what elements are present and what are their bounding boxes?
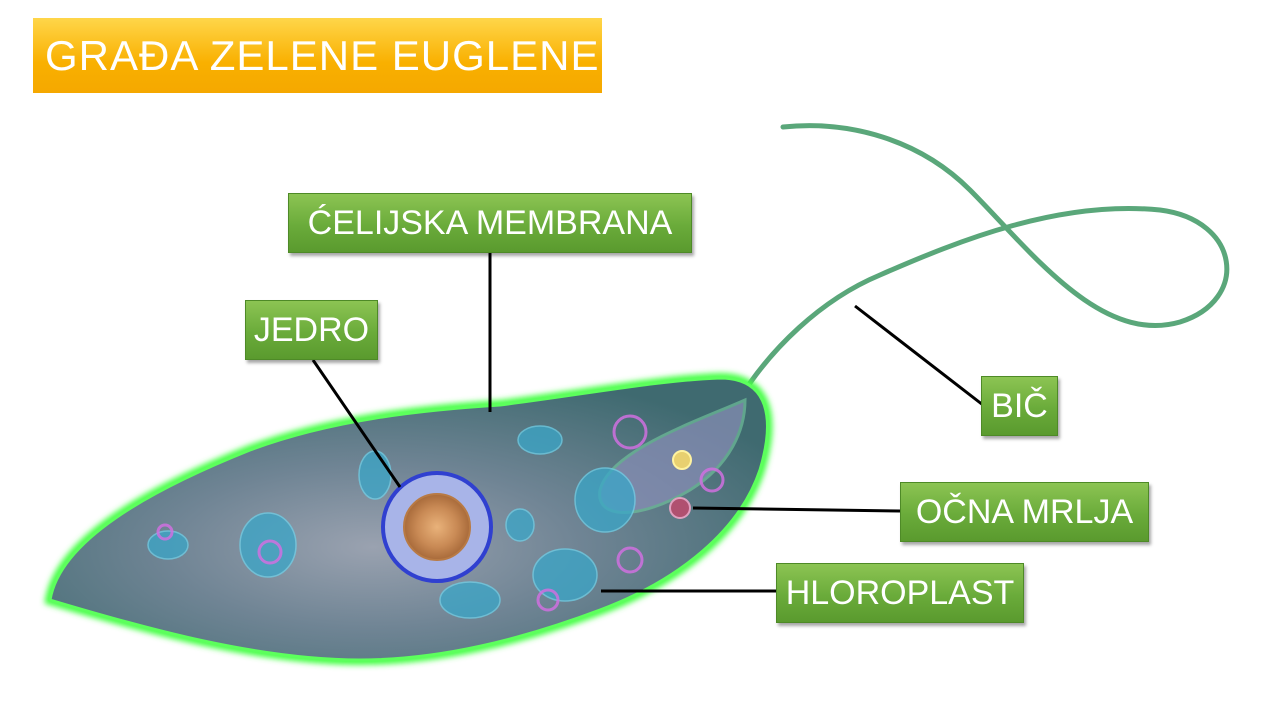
eyespot <box>669 497 691 519</box>
leader-lines <box>311 252 984 593</box>
label-cell-membrane: ĆELIJSKA MEMBRANA <box>288 193 692 253</box>
chloroplasts <box>147 425 636 619</box>
diagram-title: GRAĐA ZELENE EUGLENE <box>33 18 602 93</box>
flagellum <box>737 123 1230 401</box>
vacuoles <box>156 414 725 612</box>
nucleolus <box>403 493 471 561</box>
label-nucleus: JEDRO <box>245 300 378 360</box>
label-eyespot: OČNA MRLJA <box>900 482 1149 542</box>
label-chloroplast: HLOROPLAST <box>776 563 1024 623</box>
label-flagellum: BIČ <box>981 376 1058 436</box>
photoreceptor <box>672 450 692 470</box>
